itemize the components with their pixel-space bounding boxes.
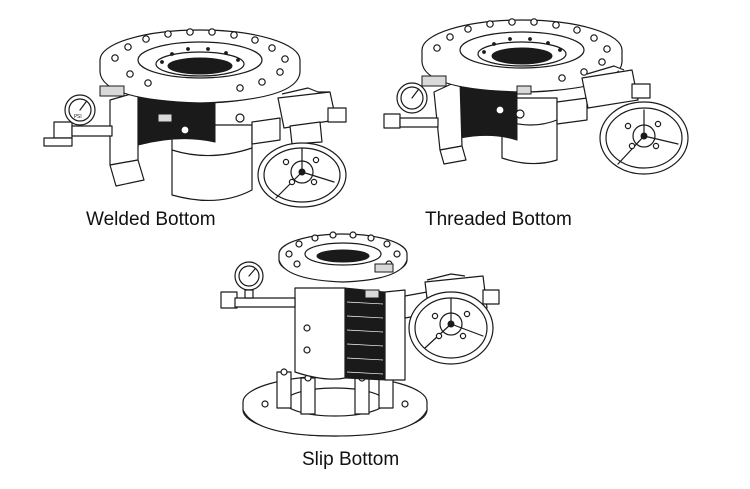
actuator-housing: [277, 87, 347, 145]
slip-bottom-illustration: [215, 231, 515, 447]
welded-bottom-illustration: PSI: [40, 28, 360, 215]
body-cylinder: [294, 287, 346, 380]
flange-bolt-holes: [111, 28, 289, 92]
caption-slip-bottom: Slip Bottom: [302, 449, 400, 470]
pressure-gauge: [383, 82, 439, 129]
caption-welded-bottom: Welded Bottom: [86, 209, 216, 230]
threaded-bottom-drawing: [383, 18, 689, 175]
slip-bottom-drawing: [220, 231, 500, 437]
welded-bottom-drawing: PSI: [43, 28, 347, 208]
actuator-housing: [581, 65, 651, 109]
body-cutaway: [433, 79, 463, 151]
handwheel: [599, 101, 689, 175]
caption-threaded-bottom: Threaded Bottom: [425, 209, 572, 230]
packing-element: [344, 287, 386, 381]
flange-bolt-holes: [285, 231, 401, 268]
threaded-bottom-illustration: [382, 18, 712, 205]
pressure-gauge: [220, 261, 296, 309]
handwheel: [408, 291, 494, 365]
flange-bolt-holes: [433, 18, 611, 82]
gauge-label: PSI: [74, 114, 82, 120]
handwheel: [257, 142, 347, 208]
body-cutaway: [109, 91, 139, 166]
body-cylinder: [171, 124, 253, 202]
slip-base-flange: [242, 368, 428, 437]
pressure-gauge: PSI: [43, 94, 113, 147]
